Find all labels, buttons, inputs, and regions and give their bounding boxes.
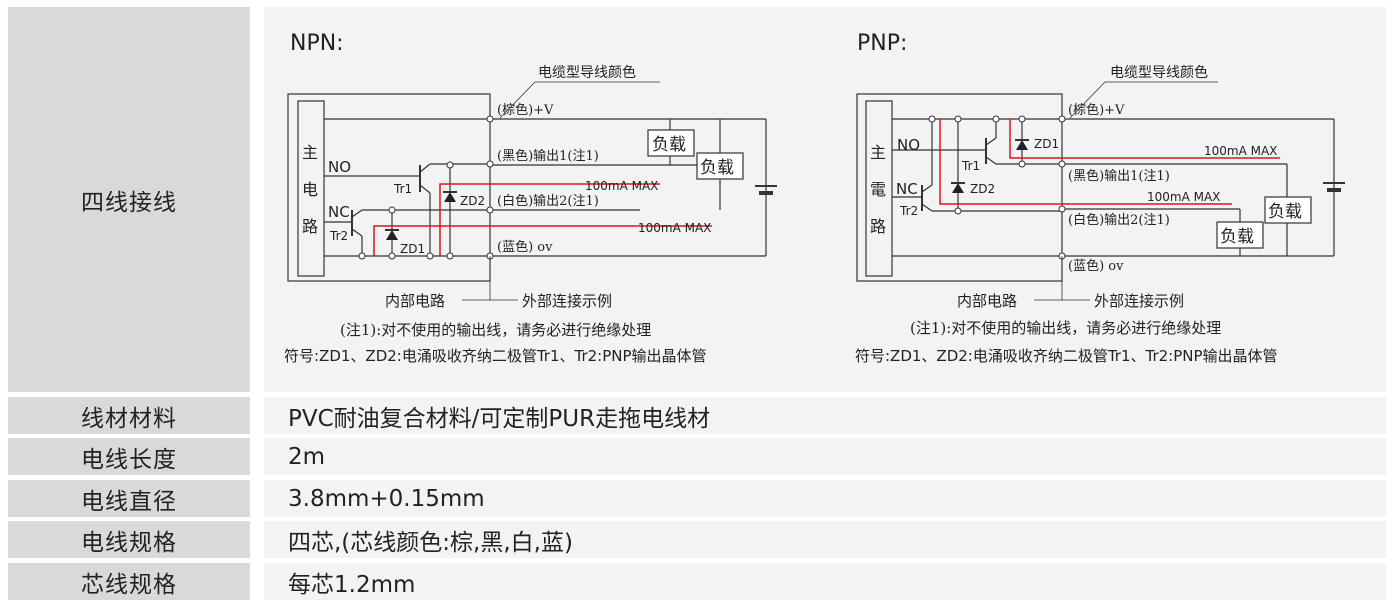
- value-diameter-text: 3.8mm+0.15mm: [288, 485, 485, 512]
- npn-load2: 负载: [700, 158, 734, 178]
- npn-nc: NC: [328, 203, 350, 221]
- pnp-wire-black: (黑色)输出1(注1): [1068, 168, 1170, 184]
- npn-symbol: 符号:ZD1、ZD2:电涌吸收齐纳二极管Tr1、Tr2:PNP输出晶体管: [284, 347, 707, 365]
- value-core: 每芯1.2mm: [264, 563, 1386, 600]
- label-wiring-text: 四线接线: [81, 189, 177, 216]
- label-length: 电线长度: [8, 438, 250, 475]
- value-spec: 四芯,(芯线颜色:棕,黑,白,蓝): [264, 521, 1386, 558]
- npn-max1: 100mA MAX: [585, 179, 658, 193]
- pnp-note: (注1):对不使用的输出线，请务必进行绝缘处理: [910, 319, 1221, 337]
- npn-zd1: ZD1: [400, 242, 425, 256]
- pnp-symbol: 符号:ZD1、ZD2:电涌吸收齐纳二极管Tr1、Tr2:PNP输出晶体管: [855, 347, 1278, 365]
- npn-title: NPN:: [290, 31, 344, 56]
- label-wiring: 四线接线: [8, 7, 250, 392]
- pnp-cable-color: 电缆型导线颜色: [1110, 64, 1208, 81]
- wiring-diagram-panel: NPN: 电缆型导线颜色 主 电 路 负载 负载: [264, 7, 1386, 392]
- npn-wire-white: (白色)输出2(注1): [497, 193, 599, 209]
- label-diameter: 电线直径: [8, 480, 250, 517]
- pnp-tr1: Tr1: [961, 159, 980, 173]
- pnp-load2: 负载: [1220, 227, 1254, 247]
- npn-diagram: NPN: 电缆型导线颜色 主 电 路 负载 负载: [284, 31, 777, 365]
- pnp-diagram: PNP: 电缆型导线颜色 主 電 路 负载 负载 Tr1 NO: [855, 31, 1345, 365]
- label-material: 线材材料: [8, 397, 250, 434]
- npn-tr1: Tr1: [393, 182, 412, 196]
- npn-main-2: 电: [302, 180, 318, 199]
- npn-no: NO: [328, 158, 351, 176]
- npn-wire-brown: (棕色)+V: [497, 102, 554, 118]
- pnp-outer: 外部连接示例: [1094, 292, 1184, 310]
- pnp-tr2: Tr2: [899, 204, 918, 218]
- npn-max2: 100mA MAX: [638, 221, 711, 235]
- npn-note: (注1):对不使用的输出线，请务必进行绝缘处理: [340, 321, 651, 339]
- pnp-title: PNP:: [857, 31, 907, 56]
- pnp-load1: 负载: [1268, 202, 1302, 222]
- label-core: 芯线规格: [8, 563, 250, 600]
- label-diameter-text: 电线直径: [81, 488, 177, 515]
- npn-wire-black: (黑色)输出1(注1): [497, 148, 599, 164]
- npn-zd2: ZD2: [460, 194, 485, 208]
- npn-load1: 负载: [652, 135, 686, 155]
- npn-cable-color: 电缆型导线颜色: [538, 64, 636, 81]
- npn-outer: 外部连接示例: [522, 292, 612, 310]
- pnp-main-2: 電: [870, 180, 886, 199]
- npn-tr2: Tr2: [329, 229, 348, 243]
- pnp-zd2: ZD2: [970, 182, 995, 196]
- value-core-text: 每芯1.2mm: [288, 571, 416, 598]
- pnp-main-1: 主: [870, 143, 886, 162]
- value-diameter: 3.8mm+0.15mm: [264, 480, 1386, 517]
- npn-main-3: 路: [302, 217, 318, 236]
- value-material: PVC耐油复合材料/可定制PUR走拖电线材: [264, 397, 1386, 434]
- pnp-zd1: ZD1: [1034, 137, 1059, 151]
- npn-inner: 内部电路: [385, 292, 445, 310]
- pnp-inner: 内部电路: [957, 292, 1017, 310]
- wiring-diagrams-svg: NPN: 电缆型导线颜色 主 电 路 负载 负载: [284, 31, 1345, 365]
- pnp-no: NO: [897, 136, 920, 154]
- pnp-max2: 100mA MAX: [1147, 190, 1220, 204]
- pnp-wire-white: (白色)输出2(注1): [1068, 212, 1170, 228]
- label-material-text: 线材材料: [81, 405, 177, 432]
- pnp-nc: NC: [896, 180, 918, 198]
- npn-main-1: 主: [302, 143, 318, 162]
- npn-wire-blue: (蓝色) ov: [497, 239, 553, 255]
- value-spec-text: 四芯,(芯线颜色:棕,黑,白,蓝): [288, 529, 573, 556]
- label-length-text: 电线长度: [81, 446, 177, 473]
- value-length-text: 2m: [288, 443, 326, 470]
- pnp-main-3: 路: [870, 217, 886, 236]
- value-material-text: PVC耐油复合材料/可定制PUR走拖电线材: [288, 405, 711, 432]
- label-spec: 电线规格: [8, 521, 250, 558]
- pnp-wire-brown: (棕色)+V: [1068, 102, 1125, 118]
- value-length: 2m: [264, 438, 1386, 475]
- label-core-text: 芯线规格: [81, 571, 177, 598]
- pnp-max1: 100mA MAX: [1204, 144, 1277, 158]
- pnp-wire-blue: (蓝色) ov: [1068, 258, 1124, 274]
- label-spec-text: 电线规格: [81, 529, 177, 556]
